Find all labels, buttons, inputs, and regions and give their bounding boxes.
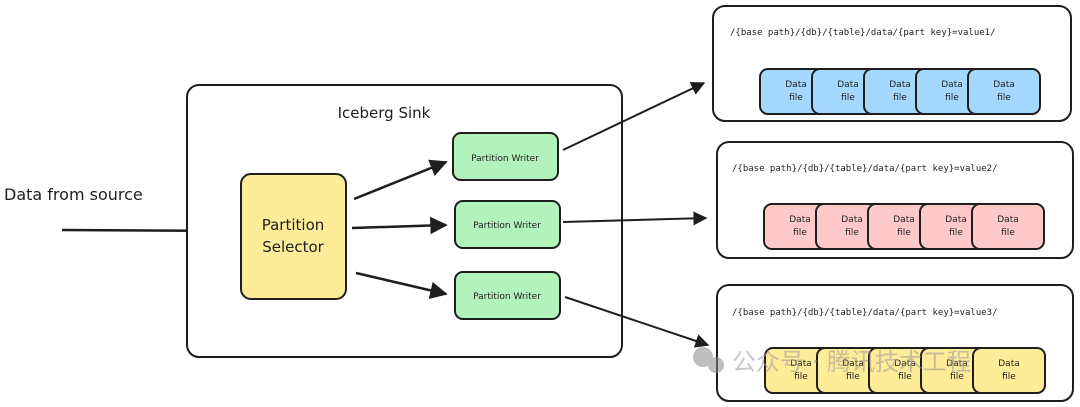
data-file-label-line1: Data [997,215,1019,225]
data-file-tile: Data file [967,68,1041,115]
selector-to-writer-1-arrow [353,159,448,201]
data-file-label-line2: file [897,228,911,238]
selector-to-writer-2-arrow [351,216,448,235]
data-file-label-line1: Data [941,80,963,90]
partition-2-files: Data file Data file Data file Data file Data file [763,203,1045,250]
data-file-label-line2: file [898,372,912,382]
writer-2-to-partition-2-arrow [562,211,708,226]
data-file-label-line2: file [893,93,907,103]
data-file-label-line2: file [1002,372,1016,382]
data-file-label-line2: file [1001,228,1015,238]
data-file-label-line1: Data [841,215,863,225]
writer-3-to-partition-3-arrow [564,296,710,348]
data-file-label-line2: file [845,228,859,238]
partition-writer-3 [454,271,561,320]
data-file-label-line1: Data [790,359,812,369]
partition-selector-label-line2: Selector [262,238,324,256]
partition-selector-box [240,173,347,300]
data-file-label-line1: Data [946,359,968,369]
source-label: Data from source [4,185,143,204]
data-file-label-line2: file [949,228,963,238]
partition-selector-label-line1: Partition [262,216,325,234]
partition-1-group: /{base path}/{db}/{table}/data/{part key… [712,5,1072,122]
data-file-label-line1: Data [894,359,916,369]
partition-2-group: /{base path}/{db}/{table}/data/{part key… [716,141,1074,259]
data-file-label-line2: file [794,372,808,382]
partition-3-group: /{base path}/{db}/{table}/data/{part key… [716,284,1074,402]
data-file-label-line2: file [945,93,959,103]
data-file-label-line2: file [846,372,860,382]
data-file-label-line1: Data [945,215,967,225]
data-file-box [971,203,1045,250]
partition-3-path: /{base path}/{db}/{table}/data/{part key… [732,308,998,318]
data-file-label-line1: Data [993,80,1015,90]
watermark: 公众号 · 腾讯技术工程 [693,347,971,376]
partition-writer-2 [454,200,561,249]
data-file-label-line2: file [793,228,807,238]
data-file-label-line1: Data [842,359,864,369]
selector-to-writer-3-arrow [355,271,448,299]
data-file-label-line1: Data [785,80,807,90]
data-file-label-line1: Data [893,215,915,225]
data-file-label-line1: Data [889,80,911,90]
data-file-tile: Data file [972,347,1046,394]
data-file-tile: Data file [971,203,1045,250]
writer-1-to-partition-1-arrow [562,82,706,151]
data-file-box [972,347,1046,394]
data-file-label-line1: Data [789,215,811,225]
data-file-label-line2: file [841,93,855,103]
watermark-text: 公众号 · 腾讯技术工程 [732,348,971,376]
partition-writer-1 [452,132,559,181]
wechat-icon [693,347,713,367]
partition-1-files: Data file Data file Data file Data file Data file [759,68,1041,115]
partition-3-files: Data file Data file Data file Data file Data file [764,347,1046,394]
data-file-label-line1: Data [998,359,1020,369]
data-file-label-line2: file [789,93,803,103]
partition-2-path: /{base path}/{db}/{table}/data/{part key… [732,164,998,174]
partition-writer-3-label: Partition Writer [473,292,541,302]
partition-writer-2-label: Partition Writer [473,221,541,231]
data-file-label-line1: Data [837,80,859,90]
data-file-label-line2: file [997,93,1011,103]
data-file-box [967,68,1041,115]
data-file-label-line2: file [950,372,964,382]
partition-1-path: /{base path}/{db}/{table}/data/{part key… [730,28,996,38]
sink-title: Iceberg Sink [338,104,431,122]
wechat-icon-bubble [708,357,724,373]
partition-writer-1-label: Partition Writer [471,154,539,164]
